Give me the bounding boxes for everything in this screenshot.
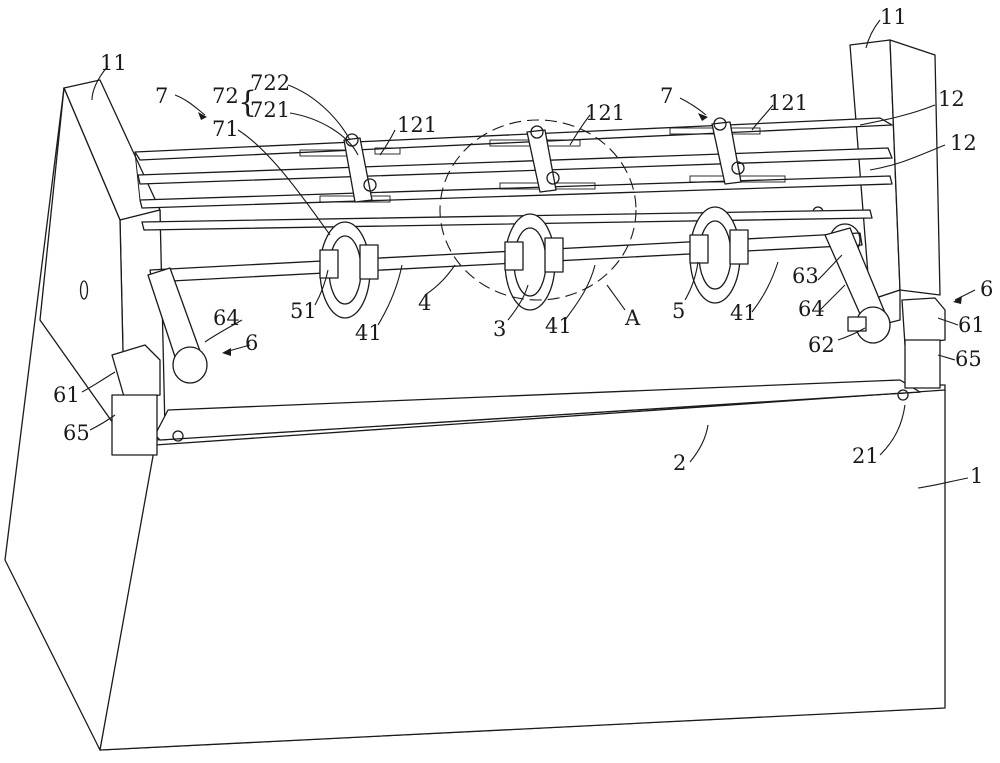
label-12-top: 12 xyxy=(938,87,965,111)
side-hole xyxy=(79,280,89,300)
label-1: 1 xyxy=(970,464,983,488)
label-121-b: 121 xyxy=(585,101,625,125)
label-61-left: 61 xyxy=(53,383,80,407)
label-12-bottom: 12 xyxy=(950,131,977,155)
arrowheads xyxy=(198,112,962,356)
label-4: 4 xyxy=(418,291,431,315)
rails xyxy=(134,117,893,231)
blade-right xyxy=(689,117,749,304)
label-65-right: 65 xyxy=(955,347,982,371)
detail-circle-a xyxy=(439,119,637,301)
label-a: A xyxy=(624,306,641,330)
right-crank xyxy=(824,227,946,389)
label-72: 72 xyxy=(212,84,239,108)
label-64-right: 64 xyxy=(798,297,825,321)
label-64-left: 64 xyxy=(213,306,240,330)
blade-assemblies xyxy=(319,117,749,319)
label-7-left: 7 xyxy=(155,84,168,108)
label-722: 722 xyxy=(250,71,290,95)
blade-middle xyxy=(504,125,564,311)
label-11-left: 11 xyxy=(100,51,127,75)
label-121-a: 121 xyxy=(397,113,437,137)
label-2: 2 xyxy=(673,451,686,475)
blade-left xyxy=(319,133,379,319)
label-65-left: 65 xyxy=(63,421,90,445)
label-3: 3 xyxy=(493,317,506,341)
label-5: 5 xyxy=(672,299,685,323)
label-41-b: 41 xyxy=(545,314,572,338)
label-51: 51 xyxy=(290,299,317,323)
right-side-plate xyxy=(849,39,941,326)
label-62: 62 xyxy=(808,333,835,357)
label-21: 21 xyxy=(852,444,879,468)
label-41-a: 41 xyxy=(355,321,382,345)
brace-72: { xyxy=(238,85,257,120)
label-6-right: 6 xyxy=(980,277,993,301)
label-6-left: 6 xyxy=(245,331,258,355)
screw-left xyxy=(172,430,184,442)
screw-21 xyxy=(897,389,909,401)
left-crank xyxy=(111,267,208,456)
label-71: 71 xyxy=(212,117,239,141)
label-121-c: 121 xyxy=(768,91,808,115)
label-61-right: 61 xyxy=(958,313,985,337)
label-7-right: 7 xyxy=(660,84,673,108)
base-box xyxy=(4,87,946,751)
labels: 11 11 7 72 { 722 721 71 121 121 7 121 12… xyxy=(53,5,993,488)
label-721: 721 xyxy=(250,98,290,122)
label-11-right: 11 xyxy=(880,5,907,29)
label-63: 63 xyxy=(792,264,819,288)
label-41-c: 41 xyxy=(730,301,757,325)
